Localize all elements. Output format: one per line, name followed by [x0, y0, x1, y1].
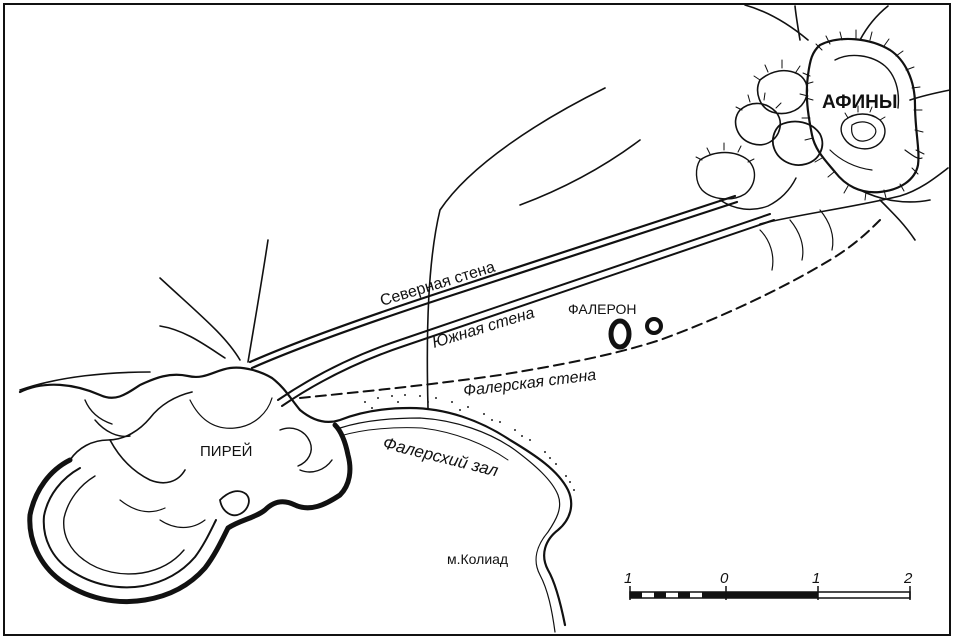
south-wall: [277, 213, 775, 407]
athens-hills: [695, 37, 923, 271]
label-phaleric-wall: Фалерская стена: [462, 367, 597, 400]
label-north-wall: Северная стена: [378, 259, 497, 310]
label-phaleron: ФАЛЕРОН: [568, 301, 637, 317]
scale-tick-label: 1: [812, 570, 820, 587]
north-wall: [248, 194, 739, 370]
map-frame: [3, 3, 951, 636]
label-athens: АФИНЫ: [822, 92, 897, 113]
wall-labels: Северная стена Южная стена Фалерская сте…: [378, 259, 597, 400]
scale-bar: 1 0 1 2: [624, 570, 913, 600]
roads-and-rivers: [19, 4, 951, 409]
scale-tick-label: 0: [720, 570, 729, 587]
phaleric-wall: [299, 219, 881, 399]
phaleron-marks: [608, 317, 663, 350]
scale-tick-label: 1: [624, 570, 632, 587]
label-piraeus: ПИРЕЙ: [200, 442, 252, 460]
label-cape: м.Колиад: [447, 551, 508, 567]
scale-tick-label: 2: [903, 570, 913, 587]
hill-hachures: [695, 29, 925, 201]
place-labels: АФИНЫ ПИРЕЙ ФАЛЕРОН м.Колиад: [200, 92, 897, 567]
shore-stipple: [364, 394, 575, 491]
coastline: [18, 366, 573, 633]
piraeus-peninsula: [27, 391, 353, 605]
label-bay: Фалерсхий зал: [381, 433, 501, 480]
phaleron-road: [759, 167, 949, 225]
